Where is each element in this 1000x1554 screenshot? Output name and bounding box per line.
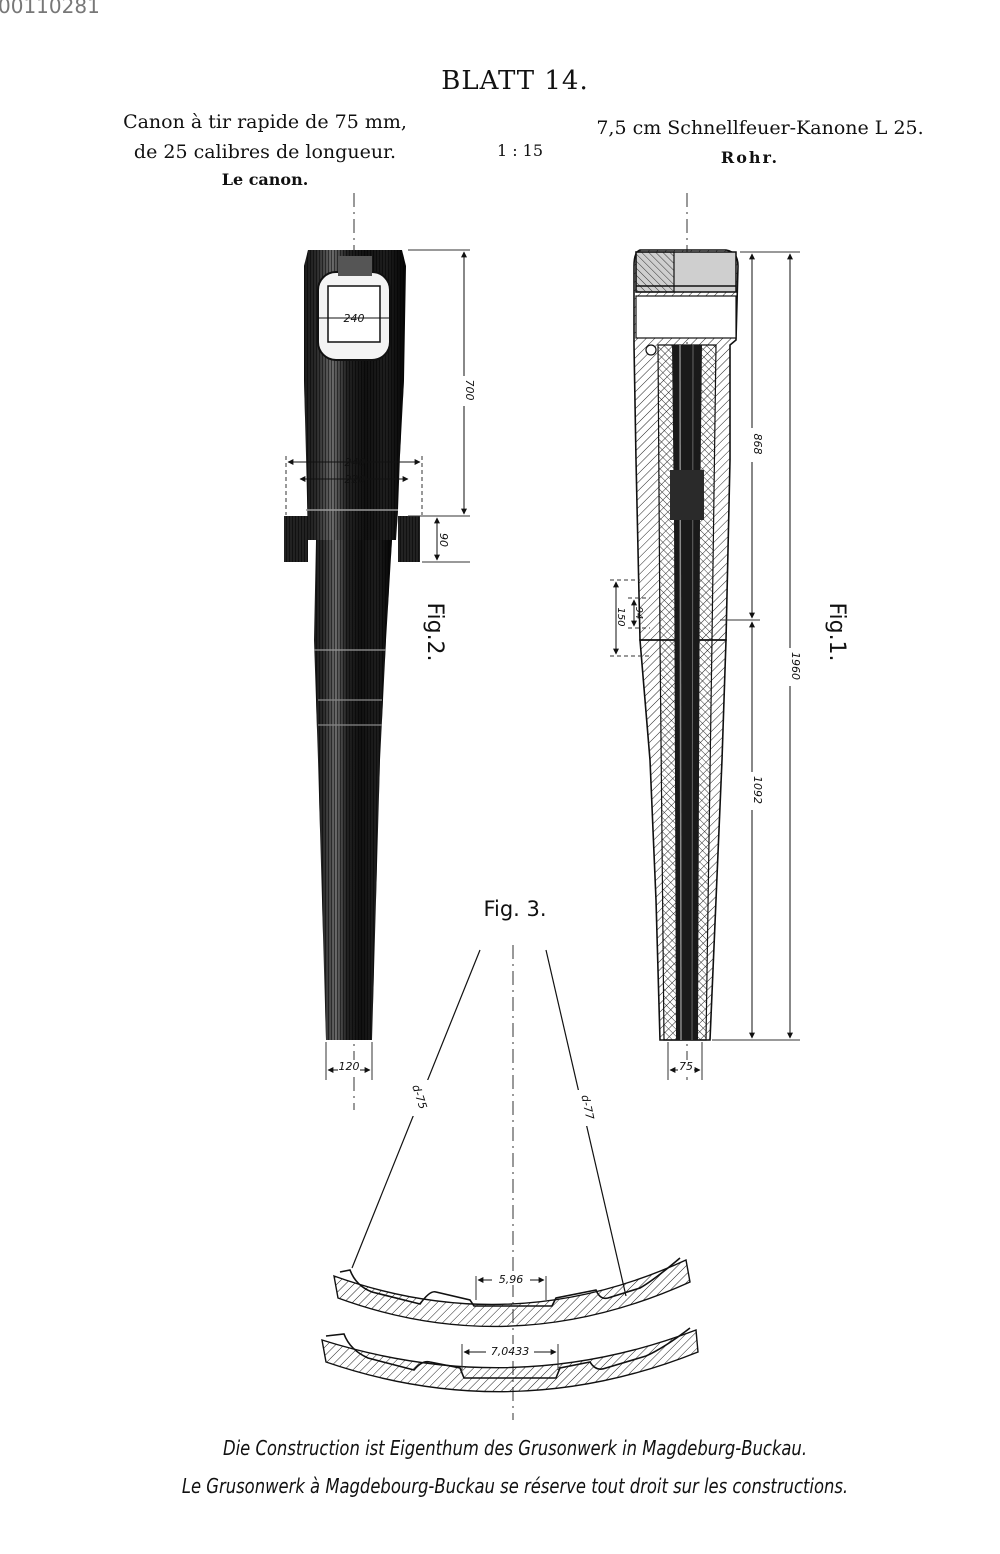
dim-240-trunnion: 240 (345, 456, 366, 469)
dim-220: 220 (345, 473, 366, 486)
german-subtitle: Rohr. (720, 148, 780, 167)
footer-german: Die Construction ist Eigenthum des Gruso… (222, 1436, 808, 1460)
dim-75: 75 (679, 1060, 693, 1073)
fig1-label: Fig.1. (824, 602, 849, 661)
dim-1960: 1960 (789, 652, 802, 680)
corner-id: 00110281 (0, 0, 100, 18)
dim-5-96: 5,96 (499, 1273, 524, 1286)
fig3-label: Fig. 3. (483, 897, 547, 921)
french-subtitle: Le canon. (221, 170, 309, 189)
dim-120: 120 (339, 1060, 360, 1073)
dim-150: 150 (615, 607, 626, 626)
german-title: 7,5 cm Schnellfeuer-Kanone L 25. (596, 117, 924, 139)
dim-90: 90 (437, 533, 450, 547)
fig2-external-view: 240 240 220 700 90 120 Fig.2. (284, 193, 476, 1110)
dim-7-0433: 7,0433 (491, 1345, 530, 1358)
fig3-rifling-detail: d-75 d-77 5,96 7,0433 (321, 945, 699, 1420)
dim-94: 94 (633, 607, 644, 620)
french-title-line2: de 25 calibres de longueur. (133, 141, 397, 163)
dim-1092: 1092 (751, 776, 764, 804)
footer-french: Le Grusonwerk à Magdebourg-Buckau se rés… (181, 1474, 849, 1498)
dim-240-breech: 240 (344, 312, 365, 325)
fig1-section-view: 868 1960 1092 150 94 75 Fig.1. (610, 193, 849, 1080)
dim-868: 868 (751, 434, 764, 455)
plate-title: BLATT 14. (441, 66, 589, 96)
dim-700: 700 (463, 380, 476, 401)
scale-label: 1 : 15 (496, 141, 544, 160)
french-title-line1: Canon à tir rapide de 75 mm, (123, 111, 407, 133)
fig2-label: Fig.2. (422, 602, 447, 661)
dim-d-77: d-77 (578, 1094, 596, 1121)
